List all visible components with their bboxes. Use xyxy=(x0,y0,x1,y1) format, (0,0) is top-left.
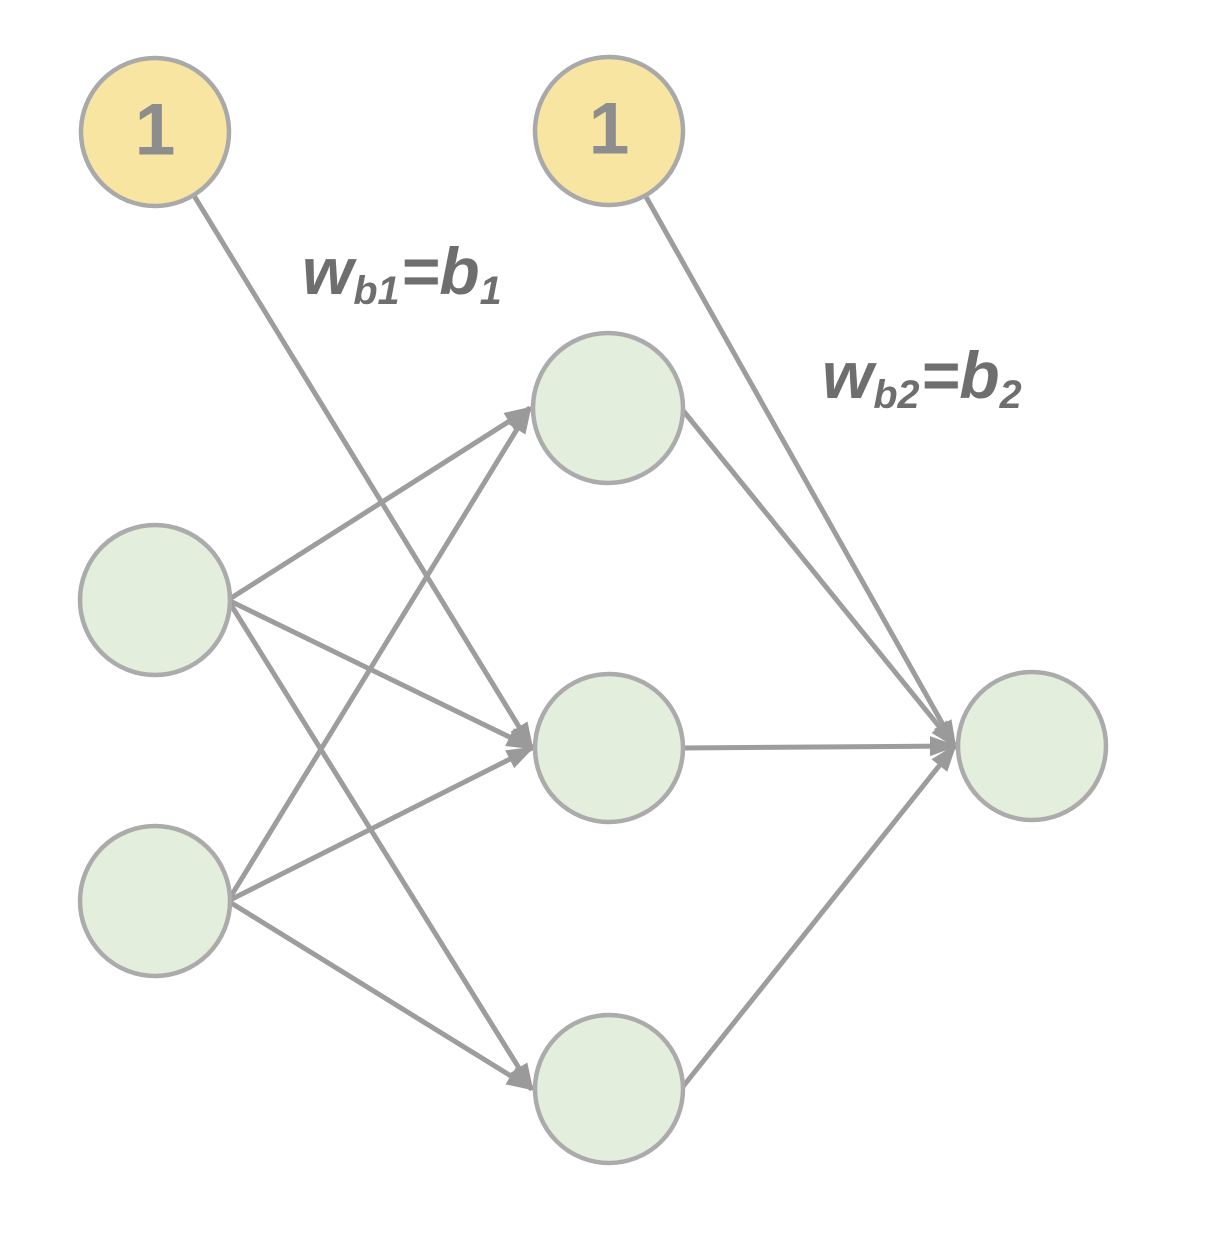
edge-input1-hidden1 xyxy=(226,405,533,603)
node-hidden3 xyxy=(532,1012,686,1166)
node-input2 xyxy=(77,823,233,979)
bias1-label: 1 xyxy=(134,89,176,171)
edge-input2-hidden3 xyxy=(226,898,535,1092)
edge-input2-hidden2 xyxy=(226,745,535,904)
wb2-base: w xyxy=(822,338,874,412)
edge-hidden3-output xyxy=(679,743,957,1091)
wb1-base: w xyxy=(302,234,354,308)
wb1-equals-b: =b xyxy=(400,234,480,308)
edge-input1-hidden2 xyxy=(226,597,535,751)
edge-input2-hidden1 xyxy=(225,405,533,903)
edge-hidden1-output xyxy=(679,406,957,749)
node-hidden2 xyxy=(532,671,686,825)
weight-label-wb2: wb2=b2 xyxy=(822,342,1023,414)
node-output xyxy=(955,669,1109,823)
node-hidden1 xyxy=(530,330,686,486)
wb2-equals-b: =b xyxy=(920,338,1000,412)
edge-hidden2-output xyxy=(680,736,958,757)
weight-label-wb1: wb1=b1 xyxy=(302,238,503,310)
node-bias2 xyxy=(532,54,686,208)
node-bias1 xyxy=(78,55,232,209)
edge-bias1-hidden2 xyxy=(191,193,535,751)
wb1-rhs-subscript: 1 xyxy=(479,268,502,313)
bias2-label: 1 xyxy=(588,88,630,170)
wb1-base-subscript: b1 xyxy=(353,268,400,313)
node-input1 xyxy=(77,522,233,678)
wb2-rhs-subscript: 2 xyxy=(999,372,1022,417)
edge-input1-hidden3 xyxy=(225,598,535,1092)
edge-bias2-output xyxy=(643,194,958,749)
wb2-base-subscript: b2 xyxy=(873,372,920,417)
